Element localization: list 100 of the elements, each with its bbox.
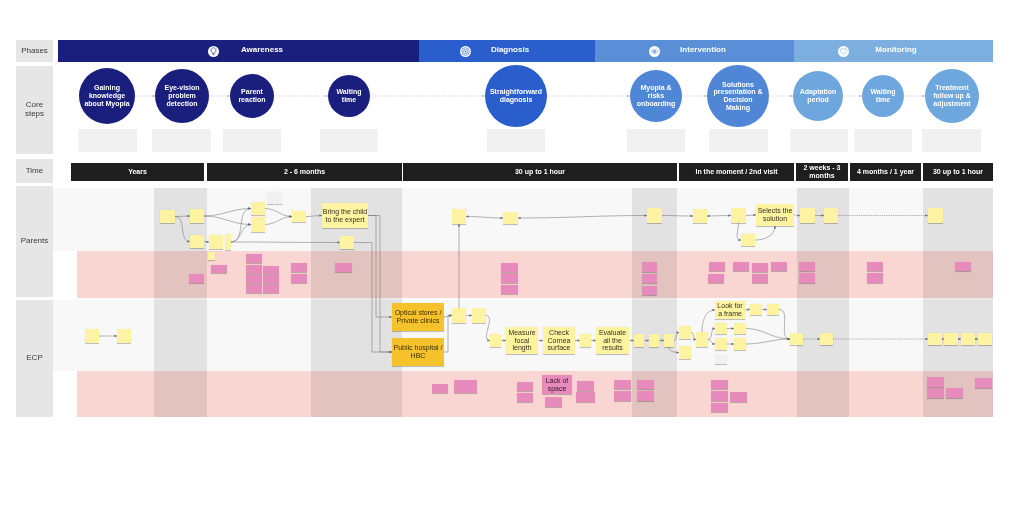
phase-banner: [794, 40, 993, 62]
pain-point-note: [263, 266, 279, 274]
sticky-note: [820, 333, 833, 345]
pain-point-note: [501, 273, 518, 283]
pain-point-note: [708, 274, 724, 283]
connector-arrow: [465, 215, 504, 220]
sticky-note: [225, 234, 231, 250]
pain-point-note: [614, 380, 631, 389]
sticky-note: [679, 326, 691, 339]
sticky-note: [340, 236, 354, 249]
pain-point-note: [517, 382, 533, 391]
sticky-note: [117, 329, 131, 343]
connector-arrow: [628, 339, 635, 342]
connector-arrow: [574, 339, 581, 342]
sticky-note: [679, 346, 691, 359]
pain-point-note: [733, 262, 749, 271]
connector-arrow: [941, 337, 945, 341]
pain-point-note: [246, 265, 262, 274]
lane-header: Phases: [16, 40, 53, 62]
pain-point-note: [291, 274, 307, 283]
pain-point-note: [189, 274, 204, 283]
connector-arrow: [500, 339, 507, 342]
pain-point-note: [335, 263, 352, 272]
pain-point-note: [501, 285, 518, 294]
pain-point-note: [211, 265, 227, 273]
sticky-note: [928, 208, 943, 223]
sticky-note: [490, 334, 501, 347]
sticky-note: [503, 212, 518, 224]
pain-point-note: [246, 285, 262, 293]
sticky-note: [731, 208, 746, 223]
sticky-note: [634, 334, 644, 347]
connector-arrow: [706, 214, 732, 218]
pain-point-note: [246, 254, 262, 263]
sticky-note: [267, 192, 274, 204]
pain-point-note: [576, 392, 595, 402]
sticky-note: [275, 192, 282, 204]
pain-point-note: [730, 392, 747, 402]
phase-banner: [419, 40, 595, 62]
pain-point-note: [614, 391, 631, 401]
pain-point-note: [799, 273, 815, 283]
sticky-note: [85, 329, 99, 343]
lane-header: Time: [16, 159, 53, 183]
sticky-note: [961, 333, 975, 345]
phase-label: Intervention: [680, 46, 726, 56]
pain-point-note: [927, 377, 944, 387]
sticky-note: [696, 332, 708, 347]
connector-arrow: [974, 337, 979, 341]
connector-arrow: [643, 339, 650, 342]
sticky-note: [715, 323, 727, 334]
sticky-note: [741, 234, 755, 246]
sticky-note: [824, 208, 838, 223]
connector-arrow: [658, 339, 665, 342]
sticky-note: [208, 252, 215, 260]
pain-point-note: [637, 380, 654, 389]
pain-point-note: [642, 262, 657, 272]
connector-arrow: [203, 240, 210, 244]
sticky-note: [800, 208, 815, 223]
sticky-note: [251, 217, 265, 232]
pain-point-note: [955, 262, 971, 271]
phase-label: Monitoring: [875, 46, 917, 56]
sticky-note: [292, 211, 306, 222]
connector-arrow: [957, 337, 962, 341]
sticky-note: [160, 210, 175, 223]
sticky-note: [452, 209, 466, 224]
phase-label: Diagnosis: [490, 46, 530, 56]
sticky-note: [693, 209, 707, 223]
pain-point-note: [577, 381, 594, 391]
sticky-note: [647, 208, 662, 223]
pain-point-note: [517, 393, 533, 402]
sticky-note: [251, 202, 265, 215]
pain-point-note: [711, 380, 728, 389]
pain-point-note: [867, 262, 883, 271]
sticky-note: [190, 209, 204, 223]
pain-point-note: [752, 274, 768, 283]
lane-header: Parents: [16, 186, 53, 297]
pain-point-note: [771, 262, 787, 271]
sticky-note: [734, 338, 746, 350]
connector-arrow: [590, 339, 597, 342]
pain-point-note: [799, 262, 815, 271]
sticky-note: [580, 334, 591, 347]
connector-arrow: [744, 308, 751, 311]
sticky-note: [944, 333, 958, 345]
sticky-note: [790, 333, 803, 345]
pain-point-note: [432, 384, 448, 393]
phase-banner: [58, 40, 419, 62]
pain-point-note: [946, 388, 963, 398]
phase-banner: [595, 40, 794, 62]
pain-point-note: [263, 275, 279, 284]
pain-point-note: [263, 285, 279, 293]
pain-point-note: [711, 391, 728, 401]
pain-point-note: [291, 263, 307, 272]
pain-point-note: [709, 262, 725, 271]
pain-point-note: [501, 263, 518, 272]
pain-point-note: [642, 286, 657, 295]
sticky-note: [649, 334, 659, 347]
pain-point-note: [975, 378, 992, 388]
sticky-note: [472, 308, 486, 323]
sticky-note: [715, 355, 727, 364]
sticky-note: [767, 304, 779, 315]
pain-point-note: [545, 397, 562, 407]
